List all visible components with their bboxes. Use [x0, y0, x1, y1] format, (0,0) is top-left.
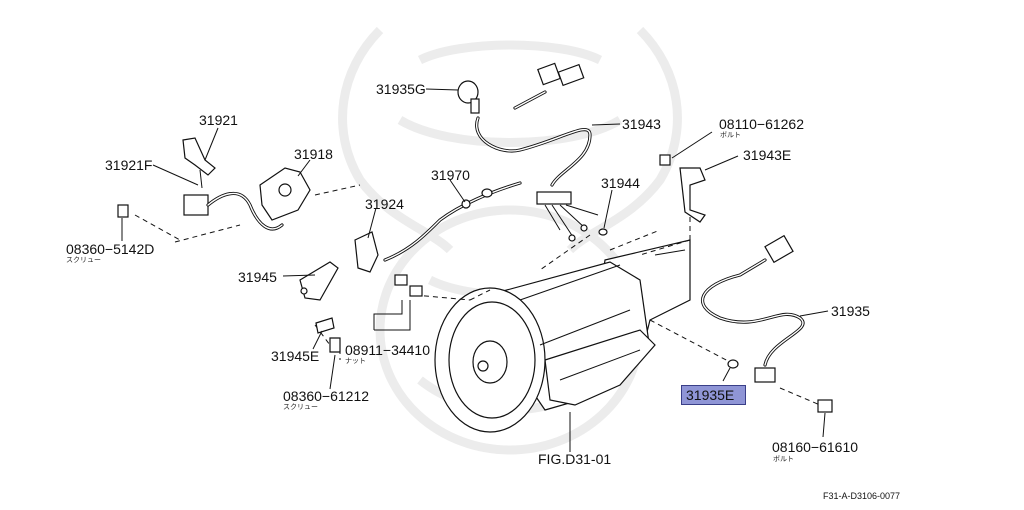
label-08360-5142D: 08360−5142D	[66, 241, 155, 257]
label-31935E-highlighted[interactable]: 31935E	[681, 385, 746, 405]
transmission-assembly	[434, 239, 691, 433]
label-31921: 31921	[199, 112, 238, 128]
label-31935G: 31935G	[376, 81, 426, 97]
sensor-31935	[700, 234, 833, 413]
label-08110-61262-sub: ボルト	[720, 131, 741, 139]
label-31945: 31945	[238, 269, 277, 285]
switch-31918	[117, 137, 311, 231]
label-31943E: 31943E	[743, 147, 792, 163]
label-31918: 31918	[294, 146, 333, 162]
bracket-31945	[299, 231, 423, 353]
label-31921F: 31921F	[105, 157, 153, 173]
label-08360-61212-sub: スクリュー	[283, 403, 318, 411]
label-31935: 31935	[831, 303, 870, 319]
leader-lines	[121, 88, 829, 452]
label-08110-61262: 08110−61262	[719, 116, 804, 132]
harness-31943	[457, 62, 608, 242]
figure-code: F31-A-D3106-0077	[823, 491, 901, 501]
label-31944: 31944	[601, 175, 640, 191]
label-08360-61212: 08360−61212	[283, 388, 370, 404]
locator-lines	[134, 184, 821, 406]
cable-31970	[383, 181, 522, 262]
label-08160-61610: 08160−61610	[772, 439, 859, 455]
label-08160-61610-sub: ボルト	[773, 455, 794, 463]
label-31945E: 31945E	[271, 348, 320, 364]
label-31924: 31924	[365, 196, 404, 212]
label-08360-5142D-sub: スクリュー	[66, 256, 101, 264]
label-31943: 31943	[622, 116, 661, 132]
label-08911-34410: 08911−34410	[345, 342, 430, 358]
figure-reference: FIG.D31-01	[538, 451, 612, 467]
label-31970: 31970	[431, 167, 470, 183]
label-08911-34410-sub: ナット	[345, 357, 366, 365]
bracket-31943E	[659, 154, 706, 223]
